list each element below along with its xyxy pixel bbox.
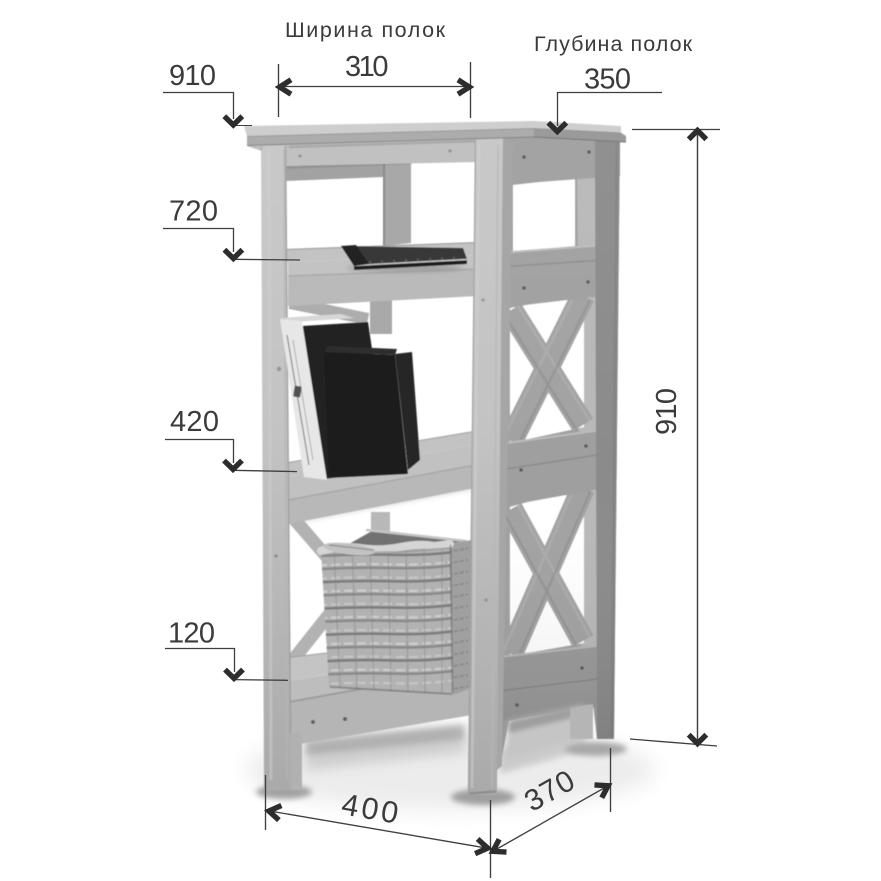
svg-text:420: 420 [170,406,219,438]
svg-text:910: 910 [169,60,216,92]
svg-text:120: 120 [168,618,215,650]
svg-text:Ширина полок: Ширина полок [285,18,446,42]
svg-text:350: 350 [584,64,631,96]
svg-text:910: 910 [651,388,683,435]
svg-text:Глубина полок: Глубина полок [534,32,693,56]
svg-text:720: 720 [169,196,218,228]
svg-text:310: 310 [345,51,389,83]
